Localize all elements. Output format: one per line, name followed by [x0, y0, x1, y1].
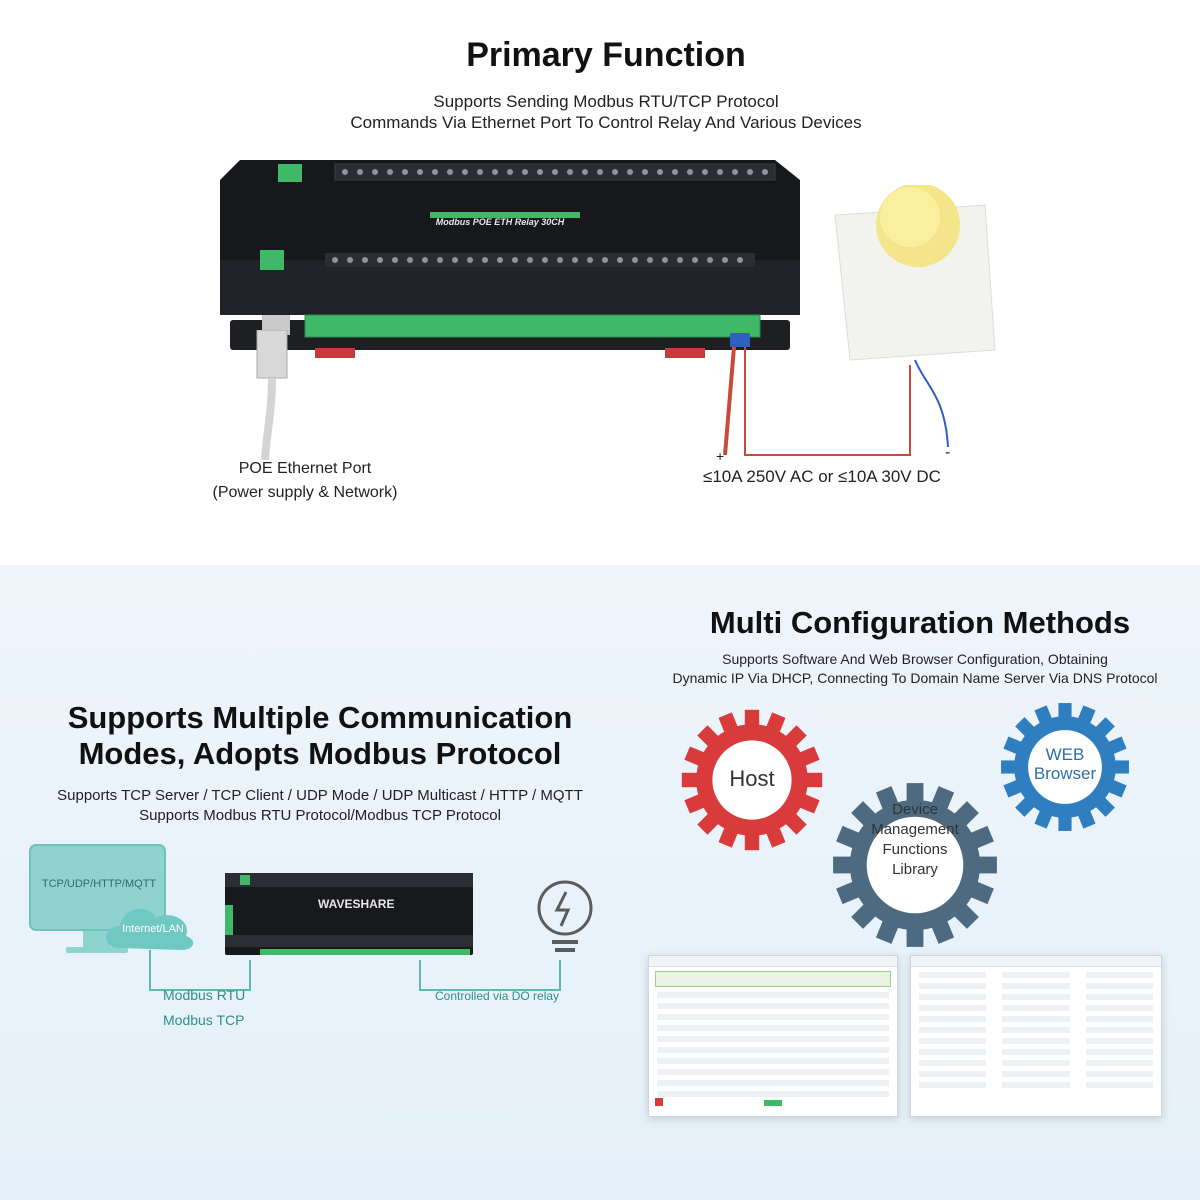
primary-function-subtitle-2: Commands Via Ethernet Port To Control Re… — [350, 113, 862, 132]
rating-label: ≤10A 250V AC or ≤10A 30V DC — [703, 467, 941, 486]
lamp-wiring — [723, 185, 996, 456]
software-config-screenshot — [910, 955, 1162, 1117]
communication-desc-1: Supports TCP Server / TCP Client / UDP M… — [57, 787, 583, 804]
ethernet-cable — [256, 330, 288, 460]
gear-web-label: WEB Browser — [1025, 745, 1105, 783]
config-title: Multi Configuration Methods — [709, 605, 1131, 640]
primary-function-subtitle-1: Supports Sending Modbus RTU/TCP Protocol — [433, 92, 779, 111]
minus-sign: - — [945, 444, 951, 461]
communication-desc-2: Supports Modbus RTU Protocol/Modbus TCP … — [139, 807, 501, 824]
communication-title-1: Supports Multiple Communication — [67, 700, 573, 735]
relay-control-label: Controlled via DO relay — [435, 989, 560, 1003]
primary-function-title: Primary Function — [466, 36, 746, 74]
gear-host-label: Host — [729, 766, 775, 791]
connection-lines — [149, 950, 561, 991]
computer-monitor-icon — [29, 844, 166, 953]
library-gear — [833, 783, 997, 947]
poe-port-label-2: (Power supply & Network) — [212, 484, 398, 501]
communication-title-2: Modes, Adopts Modbus Protocol — [78, 736, 562, 771]
cloud-text: Internet/LAN — [122, 923, 184, 935]
host-gear — [681, 709, 823, 851]
device-label: Modbus POE ETH Relay 30CH — [435, 217, 565, 227]
primary-function-section: Primary Function Supports Sending Modbus… — [0, 0, 1200, 565]
link-label-modbus-tcp: Modbus TCP — [163, 1012, 245, 1028]
gear-library-line-3: Functions — [882, 841, 948, 858]
config-desc-1: Supports Software And Web Browser Config… — [722, 651, 1108, 667]
brand-logo: WAVESHARE — [318, 897, 395, 911]
gears-illustration — [681, 703, 1129, 947]
monitor-text: TCP/UDP/HTTP/MQTT — [41, 878, 157, 890]
bottom-section: Supports Multiple Communication Modes, A… — [0, 565, 1200, 1200]
web-config-screenshot — [648, 955, 898, 1117]
link-label-modbus-rtu: Modbus RTU — [163, 987, 246, 1003]
gear-library-line-4: Library — [892, 861, 938, 878]
gear-library-label: Device Management Functions Library — [855, 800, 975, 880]
gear-web-line-1: WEB — [1045, 745, 1085, 764]
gear-library-line-2: Management — [871, 821, 959, 838]
cloud-icon — [106, 908, 194, 950]
web-browser-gear — [1001, 703, 1129, 831]
relay-device-small — [225, 873, 473, 955]
relay-device-illustration — [220, 160, 800, 358]
config-desc-2: Dynamic IP Via DHCP, Connecting To Domai… — [672, 670, 1158, 686]
gear-library-line-1: Device — [892, 801, 938, 818]
plus-sign: + — [716, 448, 725, 464]
gear-web-line-2: Browser — [1033, 764, 1097, 783]
lightbulb-icon — [537, 880, 593, 952]
poe-port-label-1: POE Ethernet Port — [238, 460, 372, 477]
